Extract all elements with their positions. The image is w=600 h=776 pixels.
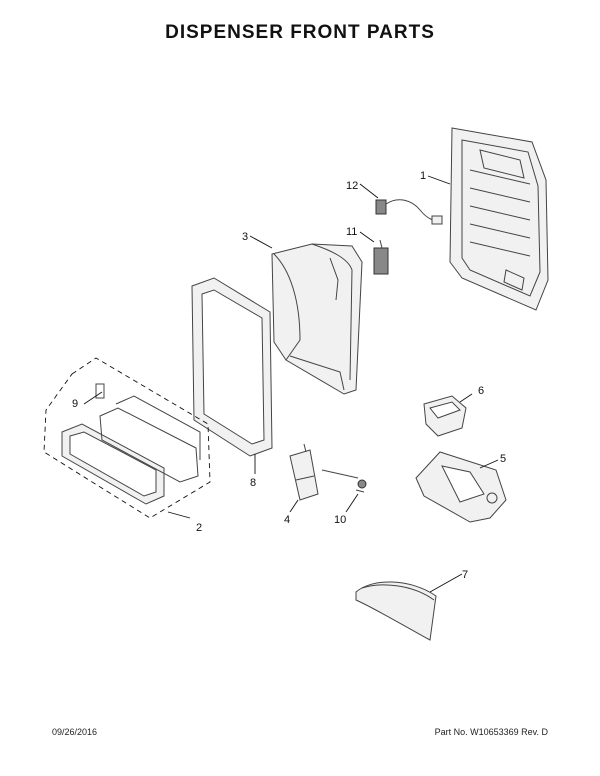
callout-6: 6 <box>478 385 484 397</box>
part-1-housing <box>449 127 549 311</box>
callout-3: 3 <box>242 231 248 243</box>
callout-7: 7 <box>462 569 468 581</box>
callout-12: 12 <box>346 180 358 192</box>
callout-9: 9 <box>72 398 78 410</box>
callout-10: 10 <box>334 514 346 526</box>
callout-5: 5 <box>500 453 506 465</box>
part-6-cup <box>423 395 467 437</box>
callout-8: 8 <box>250 477 256 489</box>
part-4-paddle <box>289 443 319 501</box>
footer-part-number: Part No. W10653369 Rev. D <box>434 727 548 737</box>
callout-4: 4 <box>284 514 290 526</box>
page-title: DISPENSER FRONT PARTS <box>165 22 435 43</box>
part-8-frame <box>191 277 273 457</box>
part-5-actuator <box>415 451 507 523</box>
part-12-switch <box>375 199 443 225</box>
part-11-microswitch <box>373 239 389 275</box>
callout-1: 1 <box>420 170 426 182</box>
footer-date: 09/26/2016 <box>52 727 98 737</box>
part-2-control-assembly <box>43 357 211 519</box>
part-7-tray <box>355 581 437 641</box>
part-10-spring <box>321 469 367 493</box>
callout-2: 2 <box>196 522 202 534</box>
leader-lines <box>83 175 499 593</box>
part-3-chute <box>271 243 363 395</box>
callout-11: 11 <box>346 226 357 238</box>
